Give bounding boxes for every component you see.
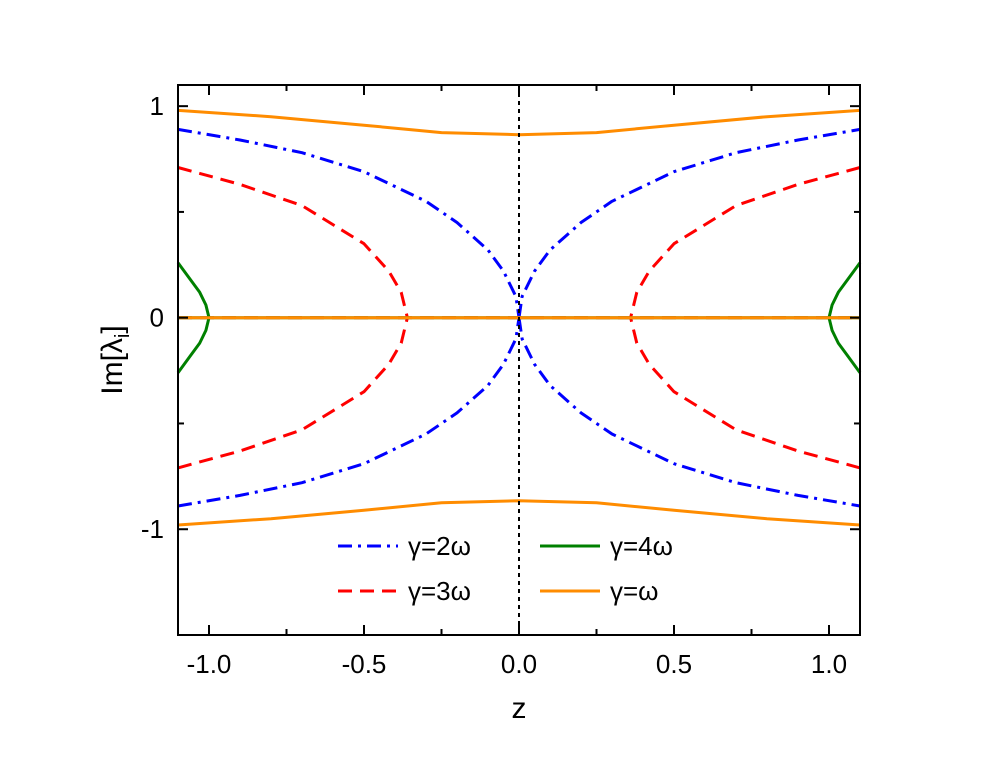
series-line-0-branch-3 <box>517 317 861 508</box>
legend-label: γ=2ω <box>408 531 471 561</box>
series-line-2-branch-2 <box>827 261 862 319</box>
legend: γ=2ω γ=4ω γ=3ω γ=ω <box>338 531 673 606</box>
legend-label: γ=ω <box>610 576 658 606</box>
y-axis-title-main: Im[λ <box>96 338 129 395</box>
series-line-1-branch-2 <box>629 166 861 319</box>
series-line-0-branch-2 <box>177 317 521 508</box>
x-tick-label: 0.5 <box>656 649 692 679</box>
series-line-1-branch-1 <box>177 317 409 470</box>
y-tick-label: -1 <box>141 514 164 544</box>
series-line-1-branch-3 <box>629 317 861 470</box>
legend-label: γ=4ω <box>610 531 673 561</box>
series-line-0-branch-0 <box>177 127 521 318</box>
series-line-3-branch-0 <box>177 108 861 137</box>
series-line-3-branch-1 <box>177 499 861 527</box>
y-tick-label: 1 <box>150 91 164 121</box>
x-tick-label: -1.0 <box>187 649 232 679</box>
x-tick-label: -0.5 <box>342 649 387 679</box>
x-axis-title: z <box>512 692 527 725</box>
series-line-1-branch-0 <box>177 166 409 319</box>
axis-ticks: -1.0 -0.5 0.0 0.5 1.0 -1 0 1 <box>141 85 860 679</box>
series-line-2-branch-3 <box>827 317 862 374</box>
y-axis-title-close: ] <box>96 325 129 333</box>
y-axis-title-subscript: i <box>112 334 134 338</box>
series-line-2-branch-1 <box>176 317 211 374</box>
y-tick-label: 0 <box>150 303 164 333</box>
x-tick-label: 0.0 <box>501 649 537 679</box>
x-tick-label: 1.0 <box>811 649 847 679</box>
series-line-0-branch-1 <box>517 127 861 318</box>
series-line-2-branch-0 <box>176 261 211 319</box>
y-axis-title: Im[λi] <box>96 325 134 394</box>
legend-label: γ=3ω <box>408 576 471 606</box>
